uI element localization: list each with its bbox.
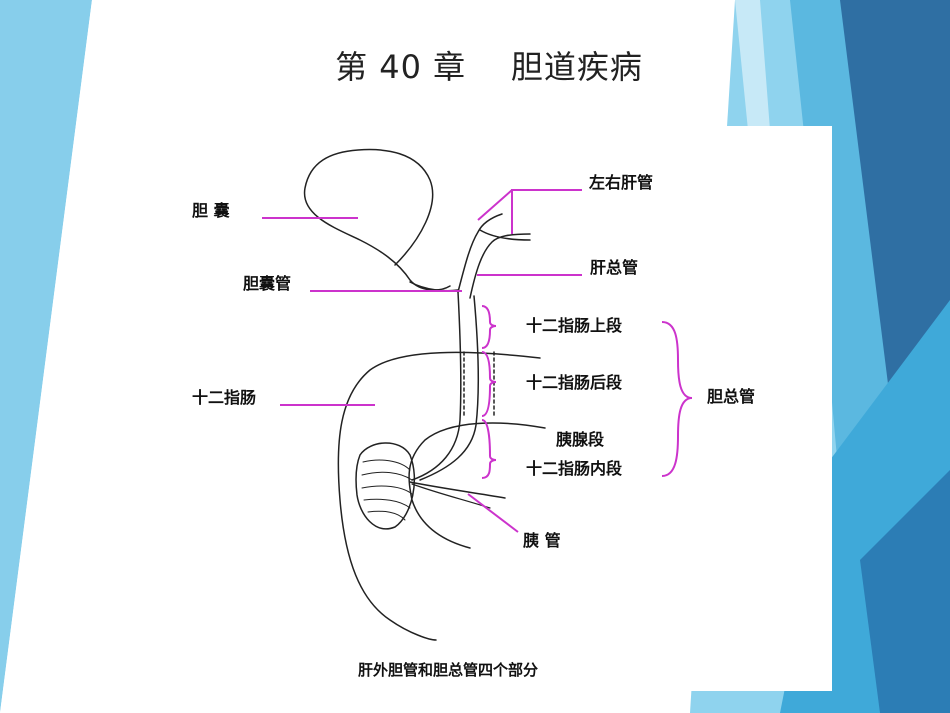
- pancreatic-duct-pointer: [467, 493, 519, 533]
- common-bile-duct-inner: [419, 295, 479, 481]
- slide-title: 第 40 章 胆道疾病: [335, 48, 643, 86]
- label-duodenum: 十二指肠: [192, 388, 257, 407]
- brace-pancreatic: [481, 419, 497, 479]
- label-supraduodenal: 十二指肠上段: [526, 316, 623, 335]
- duodenal-papilla: [355, 442, 416, 530]
- hepatic-duct-left: [457, 213, 503, 293]
- label-pancreatic-duct: 胰 管: [523, 531, 561, 550]
- gallbladder-outline: [303, 148, 451, 291]
- brace-supraduodenal: [481, 305, 497, 349]
- brace-retroduodenal: [481, 351, 497, 417]
- hepatic-duct-right: [469, 233, 531, 299]
- label-hepatic-ducts: 左右肝管: [589, 173, 654, 192]
- common-bile-duct-outer: [411, 291, 462, 481]
- figure-caption: 肝外胆管和胆总管四个部分: [358, 661, 539, 679]
- duodenum-outer: [337, 351, 541, 641]
- figure-panel: [118, 126, 832, 691]
- hepatic-ducts-pointer: [477, 189, 582, 234]
- label-gallbladder: 胆 囊: [192, 201, 230, 220]
- label-intraduodenal: 十二指肠内段: [526, 459, 623, 478]
- label-common-hepatic-duct: 肝总管: [590, 258, 639, 277]
- pancreatic-duct: [409, 481, 506, 499]
- label-common-bile-duct: 胆总管: [707, 387, 756, 406]
- label-retroduodenal: 十二指肠后段: [526, 373, 623, 392]
- label-pancreatic-segment: 胰腺段: [556, 430, 605, 449]
- brace-common-bile-duct: [661, 321, 693, 477]
- label-cystic-duct: 胆囊管: [243, 274, 292, 293]
